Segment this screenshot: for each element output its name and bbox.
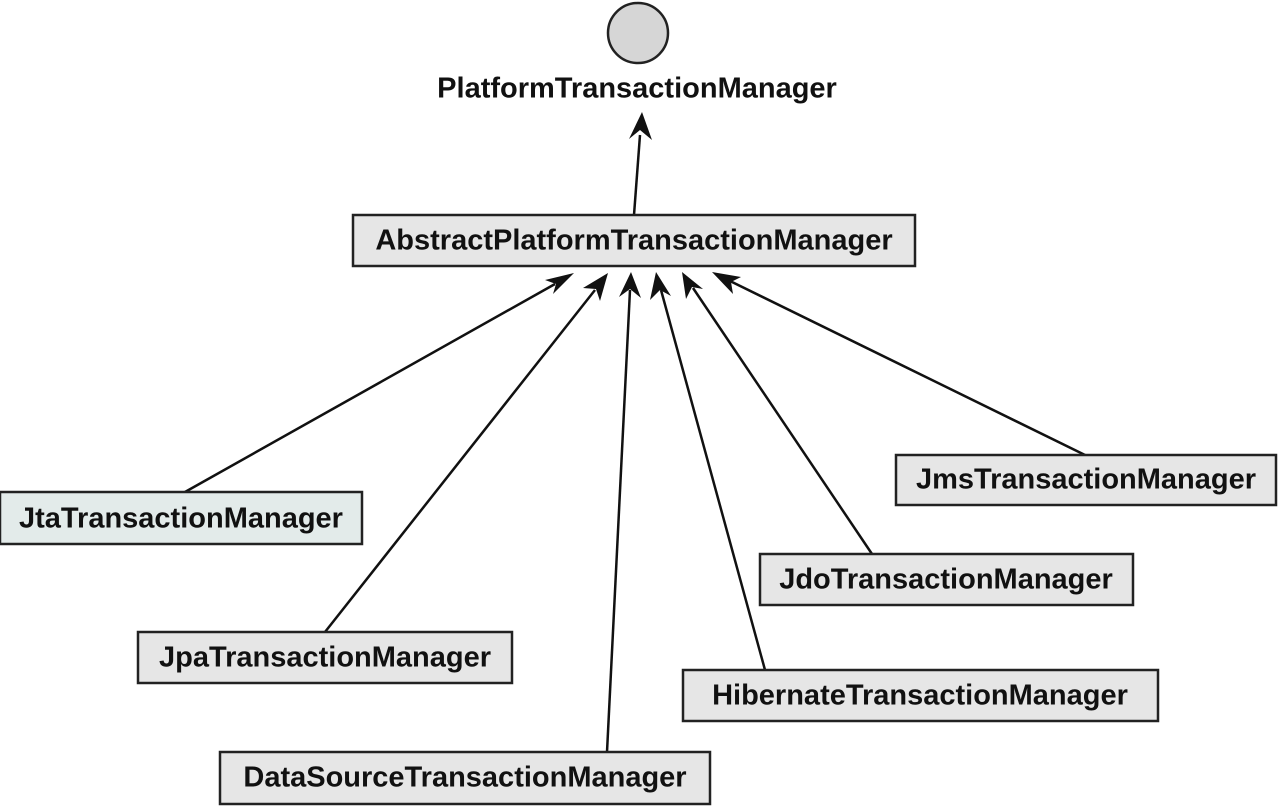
jdo-label: JdoTransactionManager xyxy=(779,564,1113,596)
edge-jta-to-abstract xyxy=(184,273,574,494)
hibernate-label: HibernateTransactionManager xyxy=(712,680,1128,712)
node-datasource-transaction-manager: DataSourceTransactionManager xyxy=(218,750,712,806)
abstract-class-node: AbstractPlatformTransactionManager xyxy=(351,213,917,268)
jms-label: JmsTransactionManager xyxy=(916,464,1256,496)
node-jta-transaction-manager: JtaTransactionManager xyxy=(0,490,364,546)
edge-jdo-to-abstract xyxy=(682,272,874,555)
edge-jpa-to-abstract xyxy=(324,273,608,633)
node-hibernate-transaction-manager: HibernateTransactionManager xyxy=(681,668,1160,723)
datasource-label: DataSourceTransactionManager xyxy=(243,762,686,794)
interface-circle-icon xyxy=(606,1,670,65)
edge-jms-to-abstract xyxy=(712,272,1086,457)
jta-label: JtaTransactionManager xyxy=(19,503,343,535)
abstract-class-label: AbstractPlatformTransactionManager xyxy=(375,225,892,257)
node-jpa-transaction-manager: JpaTransactionManager xyxy=(136,630,514,685)
interface-label: PlatformTransactionManager xyxy=(437,73,837,105)
jpa-label: JpaTransactionManager xyxy=(159,642,491,674)
edge-datasource-to-abstract xyxy=(605,272,641,753)
node-jdo-transaction-manager: JdoTransactionManager xyxy=(758,552,1135,607)
edge-hibernate-to-abstract xyxy=(650,272,767,671)
node-jms-transaction-manager: JmsTransactionManager xyxy=(894,453,1278,507)
edge-abstract-to-interface xyxy=(629,112,652,216)
